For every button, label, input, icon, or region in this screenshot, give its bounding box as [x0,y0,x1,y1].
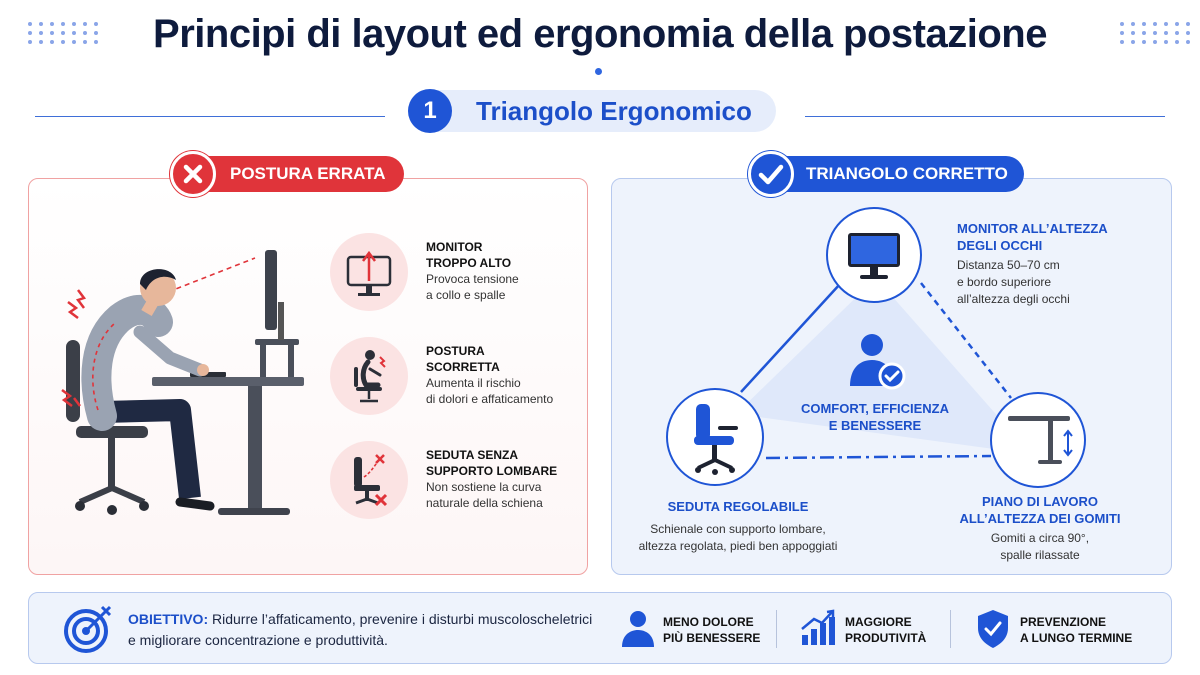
correct-triangle-badge: TRIANGOLO CORRETTO [748,151,1024,197]
correct-triangle-label: TRIANGOLO CORRETTO [806,164,1008,183]
error-title: POSTURA [426,344,485,358]
center-benefit: COMFORT, EFFICIENZA E BENESSERE [800,400,950,434]
title-line: MONITOR ALL’ALTEZZA [957,221,1108,236]
wrong-posture-panel [28,178,588,575]
error-desc: di dolori e affaticamento [426,392,554,406]
objective-text: OBIETTIVO: Ridurre l’affaticamento, prev… [128,609,608,651]
chair-back [66,340,80,422]
decor-dots-right [1120,22,1192,44]
benefit-line: MENO DOLORE [663,615,754,629]
wrong-posture-label: POSTURA ERRATA [230,164,386,183]
title-line: DEGLI OCCHI [957,238,1043,253]
desk-node [990,392,1086,488]
center-line: E BENESSERE [828,418,922,433]
objective-line: Ridurre l’affaticamento, prevenire i dis… [212,611,593,627]
check-icon [748,151,794,197]
chair-no-support-icon [354,454,388,507]
objective-label: OBIETTIVO: [128,611,209,627]
bad-posture-illustration [61,250,304,515]
objective-line: e migliorare concentrazione e produttivi… [128,632,388,648]
error-title: SEDUTA SENZA [426,448,519,462]
person-check-icon [850,334,906,390]
desk-top [152,377,304,386]
desc-line: Distanza 50–70 cm [957,258,1060,272]
pain-mark [67,301,79,319]
section-header [408,90,776,132]
desk-desc: Gomiti a circa 90°, spalle rilassate [950,530,1130,564]
monitor-desc: Distanza 50–70 cm e bordo superiore all’… [957,257,1070,308]
error-title: TROPPO ALTO [426,256,512,270]
error-title: SCORRETTA [426,360,500,374]
seat-desc: Schienale con supporto lombare, altezza … [612,521,864,555]
benefit-line: PRODUTIVITÀ [845,631,927,645]
desk-title: PIANO DI LAVORO ALL’ALTEZZA DEI GOMITI [940,493,1140,527]
benefit-prevention: PREVENZIONE A LUNGO TERMINE [1020,614,1132,646]
benefit-line: MAGGIORE [845,615,912,629]
section-divider-right [805,116,1165,117]
error-item-monitor: MONITOR TROPPO ALTO Provoca tensione a c… [426,239,576,303]
title-line: ALL’ALTEZZA DEI GOMITI [959,511,1121,526]
chair-seat [76,426,148,438]
standing-desk-icon [1008,416,1073,464]
benefit-divider [776,610,777,648]
error-desc: Non sostiene la curva [426,480,542,494]
benefit-wellbeing: MENO DOLORE PIÙ BENESSERE [663,614,760,646]
posture-icon-bg [330,337,408,415]
desk-foot [218,508,290,515]
monitor-node [826,207,922,303]
desc-line: Schienale con supporto lombare, [650,522,826,536]
benefit-productivity: MAGGIORE PRODUTIVITÀ [845,614,926,646]
desc-line: Gomiti a circa 90°, [990,531,1090,545]
growth-chart-icon [801,609,835,645]
decor-dots-left [28,22,100,44]
desc-line: all’altezza degli occhi [957,292,1070,306]
monitor-warning-icon [346,250,392,296]
page-title: Principi di layout ed ergonomia della po… [153,12,1047,56]
target-icon [64,605,112,653]
lumbar-icon-bg [330,441,408,519]
center-line: COMFORT, EFFICIENZA [800,401,950,416]
desc-line: spalle rilassate [1000,548,1080,562]
shield-check-icon [978,610,1008,648]
seat-title: SEDUTA REGOLABILE [667,499,809,514]
benefit-line: A LUNGO TERMINE [1020,631,1133,645]
error-title: MONITOR [426,240,483,254]
desk-leg [248,386,262,510]
error-title: SUPPORTO LOMBARE [426,464,558,478]
monitor [265,250,277,330]
seat-node [666,388,764,486]
error-desc: naturale della schiena [426,496,543,510]
cross-icon [170,151,216,197]
error-item-posture: POSTURA SCORRETTA Aumenta il rischio di … [426,343,576,407]
monitor-icon [848,233,900,279]
error-desc: Aumenta il rischio [426,376,521,390]
desc-line: e bordo superiore [957,275,1052,289]
section-title: Triangolo Ergonomico [476,96,752,126]
slouch-person-icon [354,350,386,403]
title-line: PIANO DI LAVORO [981,494,1099,509]
sight-line [167,257,256,293]
benefit-line: PIÙ BENESSERE [663,631,761,645]
error-item-lumbar: SEDUTA SENZA SUPPORTO LOMBARE Non sostie… [426,447,576,511]
monitor-title: MONITOR ALL’ALTEZZA DEGLI OCCHI [957,220,1108,254]
title-dot [595,68,602,75]
benefit-line: PREVENZIONE [1020,615,1107,629]
wrong-posture-badge: POSTURA ERRATA [170,151,404,197]
section-number: 1 [408,89,452,133]
person-icon [622,611,654,647]
error-desc: a collo e spalle [426,288,506,302]
benefit-divider [950,610,951,648]
section-divider-left [35,116,385,117]
error-desc: Provoca tensione [426,272,519,286]
desc-line: altezza regolata, piedi ben appoggiati [638,539,838,553]
office-chair-icon [694,404,738,475]
monitor-too-high-icon-bg [330,233,408,311]
